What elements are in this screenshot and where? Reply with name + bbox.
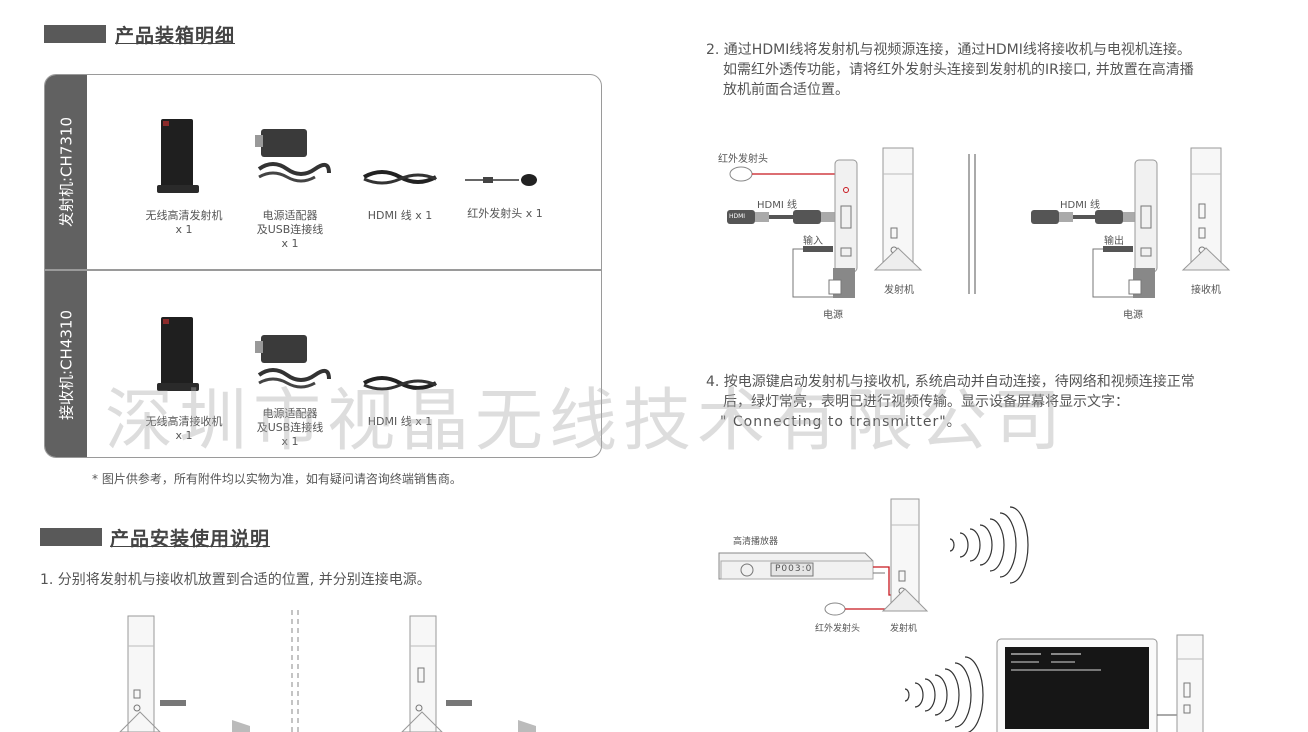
- receiver-hdmi-cable-image: [363, 376, 437, 391]
- player-display: P003:0: [775, 564, 813, 574]
- step4-text: 4. 按电源键启动发射机与接收机, 系统启动并自动连接，待网络和视频连接正常 后…: [706, 374, 1195, 430]
- transmitter-label: 发射机: [884, 285, 914, 296]
- receiver-label: 接收机: [1191, 285, 1221, 296]
- receiver-model-label: 接收机:CH4310: [57, 310, 76, 420]
- receiver-power-adapter-image: [255, 335, 331, 389]
- step1-diagram: [119, 610, 536, 732]
- power-label-right: 电源: [1123, 310, 1143, 321]
- step4-diagram: [718, 498, 1204, 732]
- step2-text: 2. 通过HDMI线将发射机与视频源连接，通过HDMI线将接收机与电视机连接。 …: [706, 42, 1194, 98]
- packing-note: * 图片供参考，所有附件均以实物为准，如有疑问请咨询终端销售商。: [92, 472, 462, 486]
- section2-bar: [40, 528, 102, 546]
- section2-title: 产品安装使用说明: [110, 528, 271, 550]
- receiver-item-caption: 无线高清接收机 x 1: [145, 415, 223, 442]
- hdmi-tag-left: HDMI: [729, 213, 746, 220]
- adapter-item-caption: 电源适配器 及USB连接线 x 1: [256, 209, 324, 250]
- ir-emitter-label: 红外发射头: [718, 154, 768, 165]
- output-label: 输出: [1104, 236, 1124, 247]
- power-label-left: 电源: [823, 310, 843, 321]
- packing-divider: [45, 269, 601, 271]
- receiver-hdmi-caption: HDMI 线 x 1: [367, 415, 433, 428]
- step2-diagram: [727, 147, 1231, 298]
- watermark: 深圳市视晶无线技术有限公司: [105, 382, 1068, 461]
- transmitter-device-image: [157, 119, 199, 193]
- ir-item-caption: 红外发射头 x 1: [467, 207, 543, 220]
- section1-bar: [44, 25, 106, 43]
- transmitter-label-2: 发射机: [890, 624, 918, 634]
- hdmi-item-caption: HDMI 线 x 1: [367, 209, 433, 222]
- hdmi-cable-label-left: HDMI 线: [757, 200, 797, 211]
- input-label: 输入: [803, 236, 823, 247]
- ir-emitter-label-2: 红外发射头: [815, 624, 861, 634]
- transmitter-model-label: 发射机:CH7310: [57, 117, 76, 227]
- hdmi-cable-image: [363, 170, 437, 185]
- transmitter-side-panel: [45, 75, 87, 269]
- transmitter-item-caption: 无线高清发射机 x 1: [145, 209, 223, 236]
- hdmi-cable-label-right: HDMI 线: [1060, 200, 1100, 211]
- step1-text: 1. 分别将发射机与接收机放置到合适的位置, 并分别连接电源。: [40, 572, 431, 588]
- packing-list-box: 发射机:CH7310 接收机:CH4310 无线高清发射机 x 1 电源适配器 …: [44, 74, 602, 458]
- receiver-adapter-caption: 电源适配器 及USB连接线 x 1: [256, 407, 324, 448]
- receiver-device-image: [157, 317, 199, 391]
- receiver-side-panel: [45, 271, 87, 457]
- player-label: 高清播放器: [733, 537, 779, 547]
- section1-title: 产品装箱明细: [115, 25, 236, 47]
- power-adapter-image: [255, 129, 331, 183]
- ir-emitter-image: [465, 174, 537, 186]
